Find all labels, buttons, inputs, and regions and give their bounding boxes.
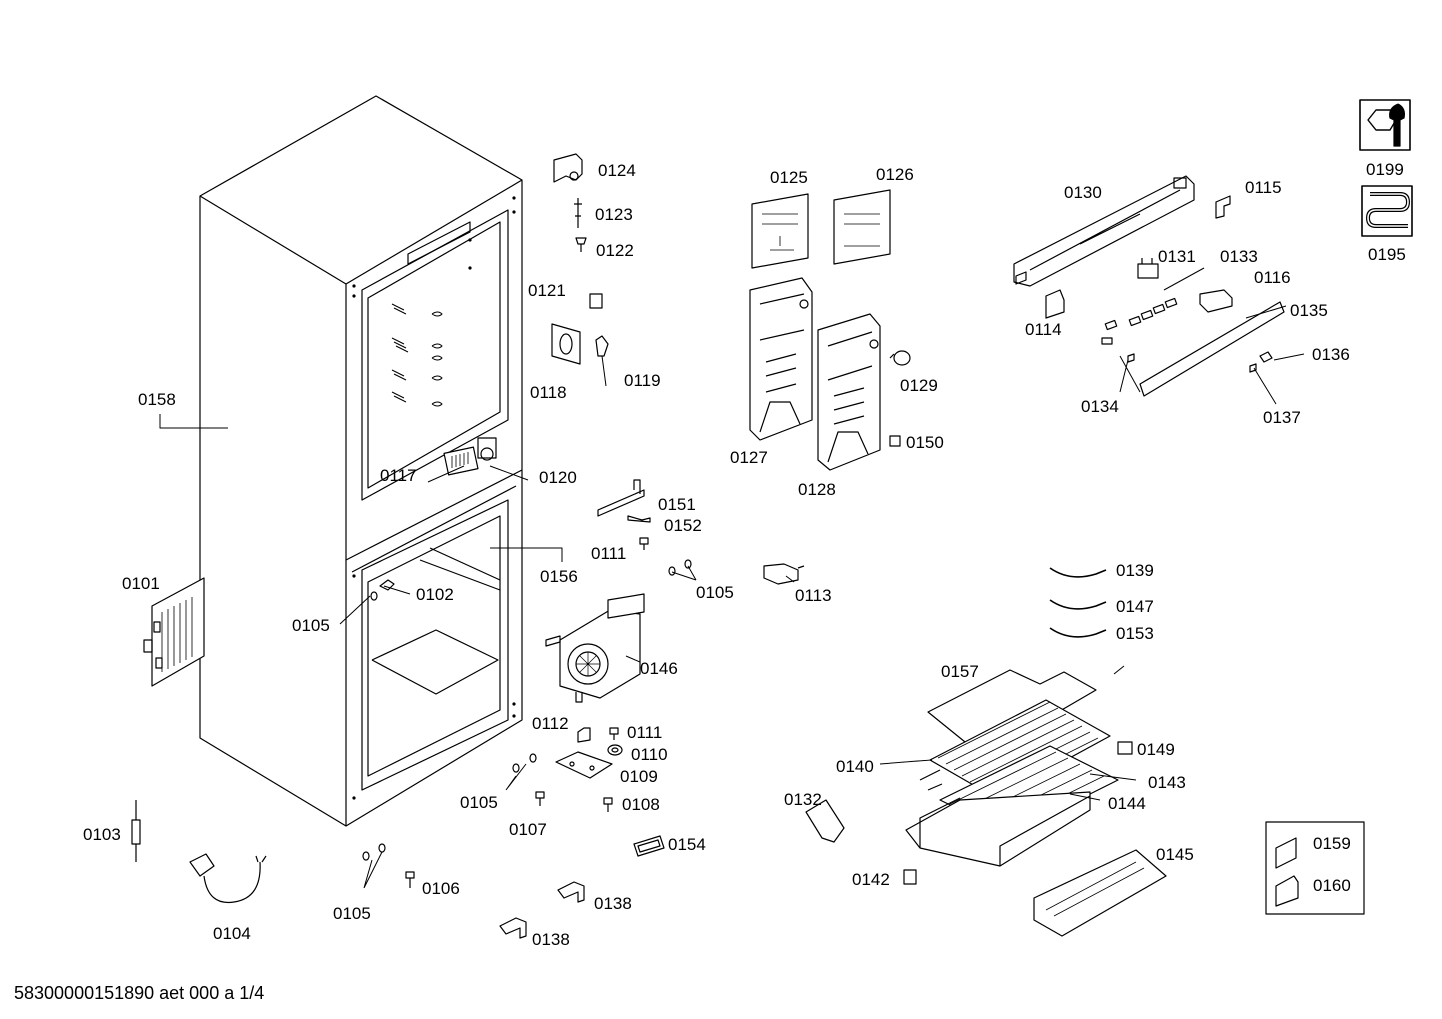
- cabinet-0158: [199, 95, 523, 827]
- control-panels: [751, 189, 891, 269]
- callout-0121: 0121: [528, 281, 566, 300]
- callout-0139: 0139: [1116, 561, 1154, 580]
- callout-0117: 0117: [380, 466, 417, 485]
- callout-0146: 0146: [640, 659, 678, 678]
- callout-0114: 0114: [1025, 320, 1062, 339]
- heater-wires: [1049, 567, 1107, 638]
- callout-0103: 0103: [83, 825, 121, 844]
- hinge-base-parts: [362, 727, 665, 939]
- callout-0115: 0115: [1245, 178, 1282, 197]
- covers-0127-0128: [749, 277, 911, 471]
- callout-0106: 0106: [422, 879, 460, 898]
- callout-0144: 0144: [1108, 794, 1146, 813]
- callout-0104: 0104: [213, 924, 251, 943]
- callout-0158: 0158: [138, 390, 176, 409]
- callout-0126: 0126: [876, 165, 914, 184]
- callout-0195: 0195: [1368, 245, 1406, 264]
- callout-0149: 0149: [1137, 740, 1175, 759]
- callout-0125: 0125: [770, 168, 808, 187]
- callout-0129: 0129: [900, 376, 938, 395]
- callout-0124: 0124: [598, 161, 636, 180]
- callout-0138: 0138: [532, 930, 570, 949]
- callout-0147: 0147: [1116, 597, 1154, 616]
- callout-0135: 0135: [1290, 301, 1328, 320]
- callout-0153: 0153: [1116, 624, 1154, 643]
- callout-0116: 0116: [1254, 268, 1291, 287]
- callout-0111: 0111: [627, 723, 663, 742]
- callout-0130: 0130: [1064, 183, 1102, 202]
- callout-0108: 0108: [622, 795, 660, 814]
- callout-0150: 0150: [906, 433, 944, 452]
- service-icons: [1359, 99, 1413, 237]
- callout-0142: 0142: [852, 870, 890, 889]
- evaporator-assembly: [805, 669, 1167, 937]
- callout-0145: 0145: [1156, 845, 1194, 864]
- callout-0123: 0123: [595, 205, 633, 224]
- doc-box: [1265, 821, 1365, 915]
- callout-0159: 0159: [1313, 834, 1351, 853]
- callout-0133: 0133: [1220, 247, 1258, 266]
- callout-0112: 0112: [532, 714, 569, 733]
- callout-0105: 0105: [333, 904, 371, 923]
- leader-lines: [159, 267, 1305, 889]
- callout-0143: 0143: [1148, 773, 1186, 792]
- callout-0122: 0122: [596, 241, 634, 260]
- callout-0119: 0119: [624, 371, 661, 390]
- callout-0140: 0140: [836, 757, 874, 776]
- callout-0156: 0156: [540, 567, 578, 586]
- cable-parts: [131, 800, 267, 904]
- callout-0199: 0199: [1366, 160, 1404, 179]
- document-id: 58300000151890 aet 000 a 1/4: [14, 983, 265, 1003]
- callout-0118: 0118: [530, 383, 567, 402]
- callout-0127: 0127: [730, 448, 768, 467]
- callout-0152: 0152: [664, 516, 702, 535]
- callout-0102: 0102: [416, 585, 454, 604]
- callout-0107: 0107: [509, 820, 547, 839]
- callout-0101: 0101: [122, 574, 160, 593]
- rear-panel-0101: [143, 577, 205, 687]
- callout-0137: 0137: [1263, 408, 1301, 427]
- callout-0105: 0105: [292, 616, 330, 635]
- callout-0113: 0113: [795, 586, 832, 605]
- callout-0136: 0136: [1312, 345, 1350, 364]
- callout-0120: 0120: [539, 468, 577, 487]
- callout-0131: 0131: [1158, 247, 1196, 266]
- callout-0105: 0105: [460, 793, 498, 812]
- callout-0134: 0134: [1081, 397, 1119, 416]
- callout-0111: 0111: [591, 544, 627, 563]
- callout-0160: 0160: [1313, 876, 1351, 895]
- callout-0138: 0138: [594, 894, 632, 913]
- hinge-parts-column: [370, 153, 805, 601]
- callout-0157: 0157: [941, 662, 979, 681]
- callout-0132: 0132: [784, 790, 822, 809]
- fan-assembly-0146: [545, 593, 645, 703]
- callout-0105: 0105: [696, 583, 734, 602]
- callout-0154: 0154: [668, 835, 706, 854]
- callout-0128: 0128: [798, 480, 836, 499]
- callout-0151: 0151: [658, 495, 696, 514]
- callout-0109: 0109: [620, 767, 658, 786]
- callout-0110: 0110: [631, 745, 668, 764]
- control-module-0130: [1013, 175, 1285, 397]
